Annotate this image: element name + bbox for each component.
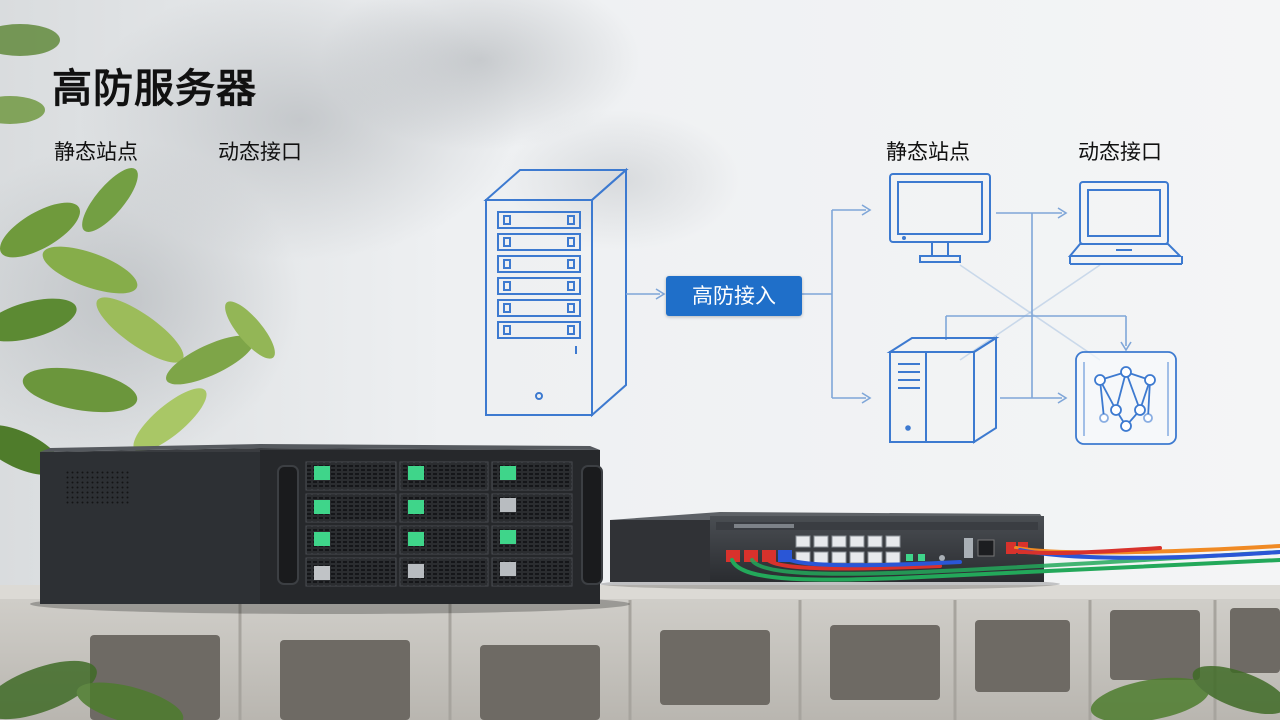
high-defense-access-node: 高防接入 (666, 276, 802, 316)
monitor-icon (889, 173, 991, 263)
network-cables (730, 544, 1280, 582)
switch-status-leds (906, 538, 995, 561)
label-static-site-left: 静态站点 (54, 140, 138, 164)
plant-leaves (0, 24, 275, 476)
switch-ports-left (726, 550, 792, 562)
diagram-connectors (626, 204, 1132, 404)
label-dynamic-api-left: 动态接口 (218, 140, 302, 164)
drive-leds (314, 466, 516, 580)
switch-ports (795, 535, 901, 564)
concrete-ledge (0, 585, 1280, 720)
label-dynamic-api-right: 动态接口 (1078, 140, 1162, 164)
network-switch-device (600, 512, 1060, 590)
laptop-icon (1067, 181, 1183, 265)
rack-server-device (30, 444, 630, 614)
server-tower-icon (483, 167, 629, 418)
label-static-site-right: 静态站点 (886, 140, 970, 164)
foreground-leaves (0, 660, 1280, 720)
server-box-icon (886, 336, 1000, 444)
wall-shadows (0, 0, 740, 460)
network-node-icon (1075, 351, 1177, 445)
page-title: 高防服务器 (52, 66, 257, 112)
